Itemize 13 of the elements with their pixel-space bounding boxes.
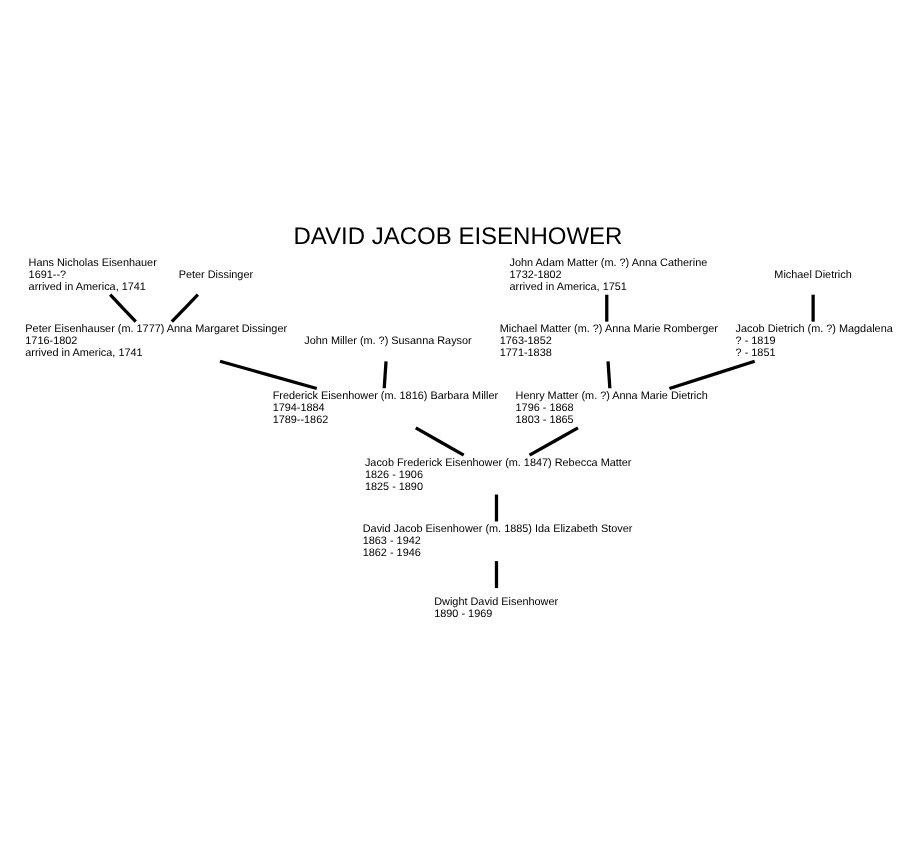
connector — [219, 359, 318, 391]
connector — [414, 426, 465, 457]
connector — [170, 293, 200, 323]
connector — [382, 361, 388, 389]
connector — [494, 561, 499, 589]
connector — [811, 294, 815, 322]
connector — [605, 294, 609, 322]
diagram-title: DAVID JACOB EISENHOWER — [293, 221, 623, 250]
connector — [494, 494, 499, 522]
connector — [606, 361, 612, 389]
connector — [668, 359, 756, 391]
connector — [109, 293, 137, 323]
connector — [528, 426, 579, 457]
